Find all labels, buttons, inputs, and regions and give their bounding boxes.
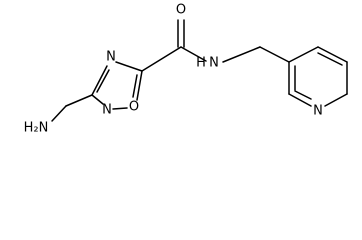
- bond-py-c4-c5: [317, 46, 348, 63]
- molecule-drawing: H₂N N N O O N H N: [24, 3, 348, 136]
- bond-n4-c5: [115, 61, 143, 72]
- bond-nh2-ch2: [51, 105, 67, 122]
- bond-n2-c3: [91, 94, 104, 105]
- bond-c3-n4: [91, 65, 108, 96]
- pyridine-n-label: N: [313, 104, 323, 119]
- bond-c5-o1: [136, 70, 143, 101]
- bond-o1-n2: [112, 107, 128, 110]
- bond-py-c6-n: [324, 93, 348, 107]
- bond-py-n-c2: [288, 93, 312, 107]
- bond-c5-o1-double: [132, 74, 138, 98]
- amide-h-label: H: [196, 56, 206, 71]
- bond-amide-n-ch2: [222, 46, 261, 63]
- ring-n-top-label: N: [106, 50, 116, 65]
- bond-py-c4-c5-double: [317, 52, 343, 66]
- atom-labels: H₂N N N O O N H N: [24, 3, 323, 136]
- bonds: [51, 19, 348, 122]
- bond-py-n-c2-double: [294, 90, 312, 100]
- bond-c5-carbonyl: [141, 46, 182, 72]
- bond-ch2-pyridine: [259, 46, 290, 63]
- bond-py-c3-c4: [288, 46, 319, 63]
- bond-c3-n4-double: [96, 69, 110, 93]
- carbonyl-o-label: O: [176, 3, 186, 18]
- structure-diagram: H₂N N N O O N H N: [24, 3, 348, 136]
- bond-carbonyl-amide-n: [180, 46, 207, 62]
- ring-n-bottom-label: N: [102, 103, 112, 118]
- ring-o-label: O: [129, 100, 139, 115]
- nh2-label: H₂N: [24, 121, 49, 136]
- bond-ch2-c3: [65, 94, 93, 107]
- amide-n-label: N: [209, 56, 219, 71]
